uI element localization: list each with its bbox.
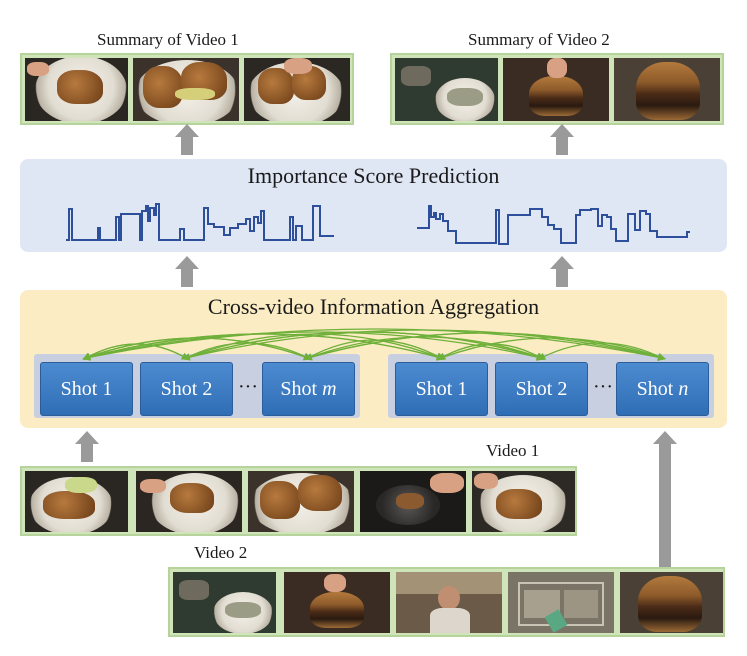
shot-box: Shot 1 bbox=[40, 362, 133, 416]
frame-thumbnail bbox=[133, 58, 239, 121]
shot-ellipsis: ··· bbox=[238, 376, 258, 398]
frame-thumbnail bbox=[360, 471, 466, 532]
summary-video-1-strip bbox=[20, 53, 354, 125]
shot-box: Shot 1 bbox=[395, 362, 488, 416]
shot-ellipsis: ··· bbox=[593, 376, 613, 398]
frame-thumbnail bbox=[503, 58, 609, 121]
importance-score-panel: Importance Score Prediction bbox=[20, 159, 727, 252]
summary-video-1-title: Summary of Video 1 bbox=[97, 30, 239, 49]
importance-score-title: Importance Score Prediction bbox=[247, 163, 500, 188]
frame-thumbnail bbox=[396, 572, 502, 633]
frame-thumbnail bbox=[395, 58, 498, 121]
summary-video-2-title: Summary of Video 2 bbox=[468, 30, 610, 49]
aggregation-title: Cross-video Information Aggregation bbox=[207, 294, 540, 319]
shot-box: Shot 2 bbox=[495, 362, 588, 416]
importance-score-curve-video-1 bbox=[66, 203, 690, 245]
frame-thumbnail bbox=[25, 471, 128, 532]
frame-thumbnail bbox=[136, 471, 242, 532]
frame-thumbnail bbox=[25, 58, 128, 121]
video-2-strip bbox=[168, 567, 725, 637]
frame-thumbnail bbox=[508, 572, 614, 633]
frame-thumbnail bbox=[472, 471, 575, 532]
video-2-label: Video 2 bbox=[194, 543, 248, 562]
frame-thumbnail bbox=[614, 58, 720, 121]
frame-thumbnail bbox=[284, 572, 390, 633]
video-1-label: Video 1 bbox=[486, 441, 540, 460]
shot-box: Shot 2 bbox=[140, 362, 233, 416]
frame-thumbnail bbox=[173, 572, 276, 633]
frame-thumbnail bbox=[620, 572, 723, 633]
frame-thumbnail bbox=[248, 471, 354, 532]
frame-thumbnail bbox=[244, 58, 350, 121]
summary-video-2-strip bbox=[390, 53, 724, 125]
video-1-strip bbox=[20, 466, 577, 536]
